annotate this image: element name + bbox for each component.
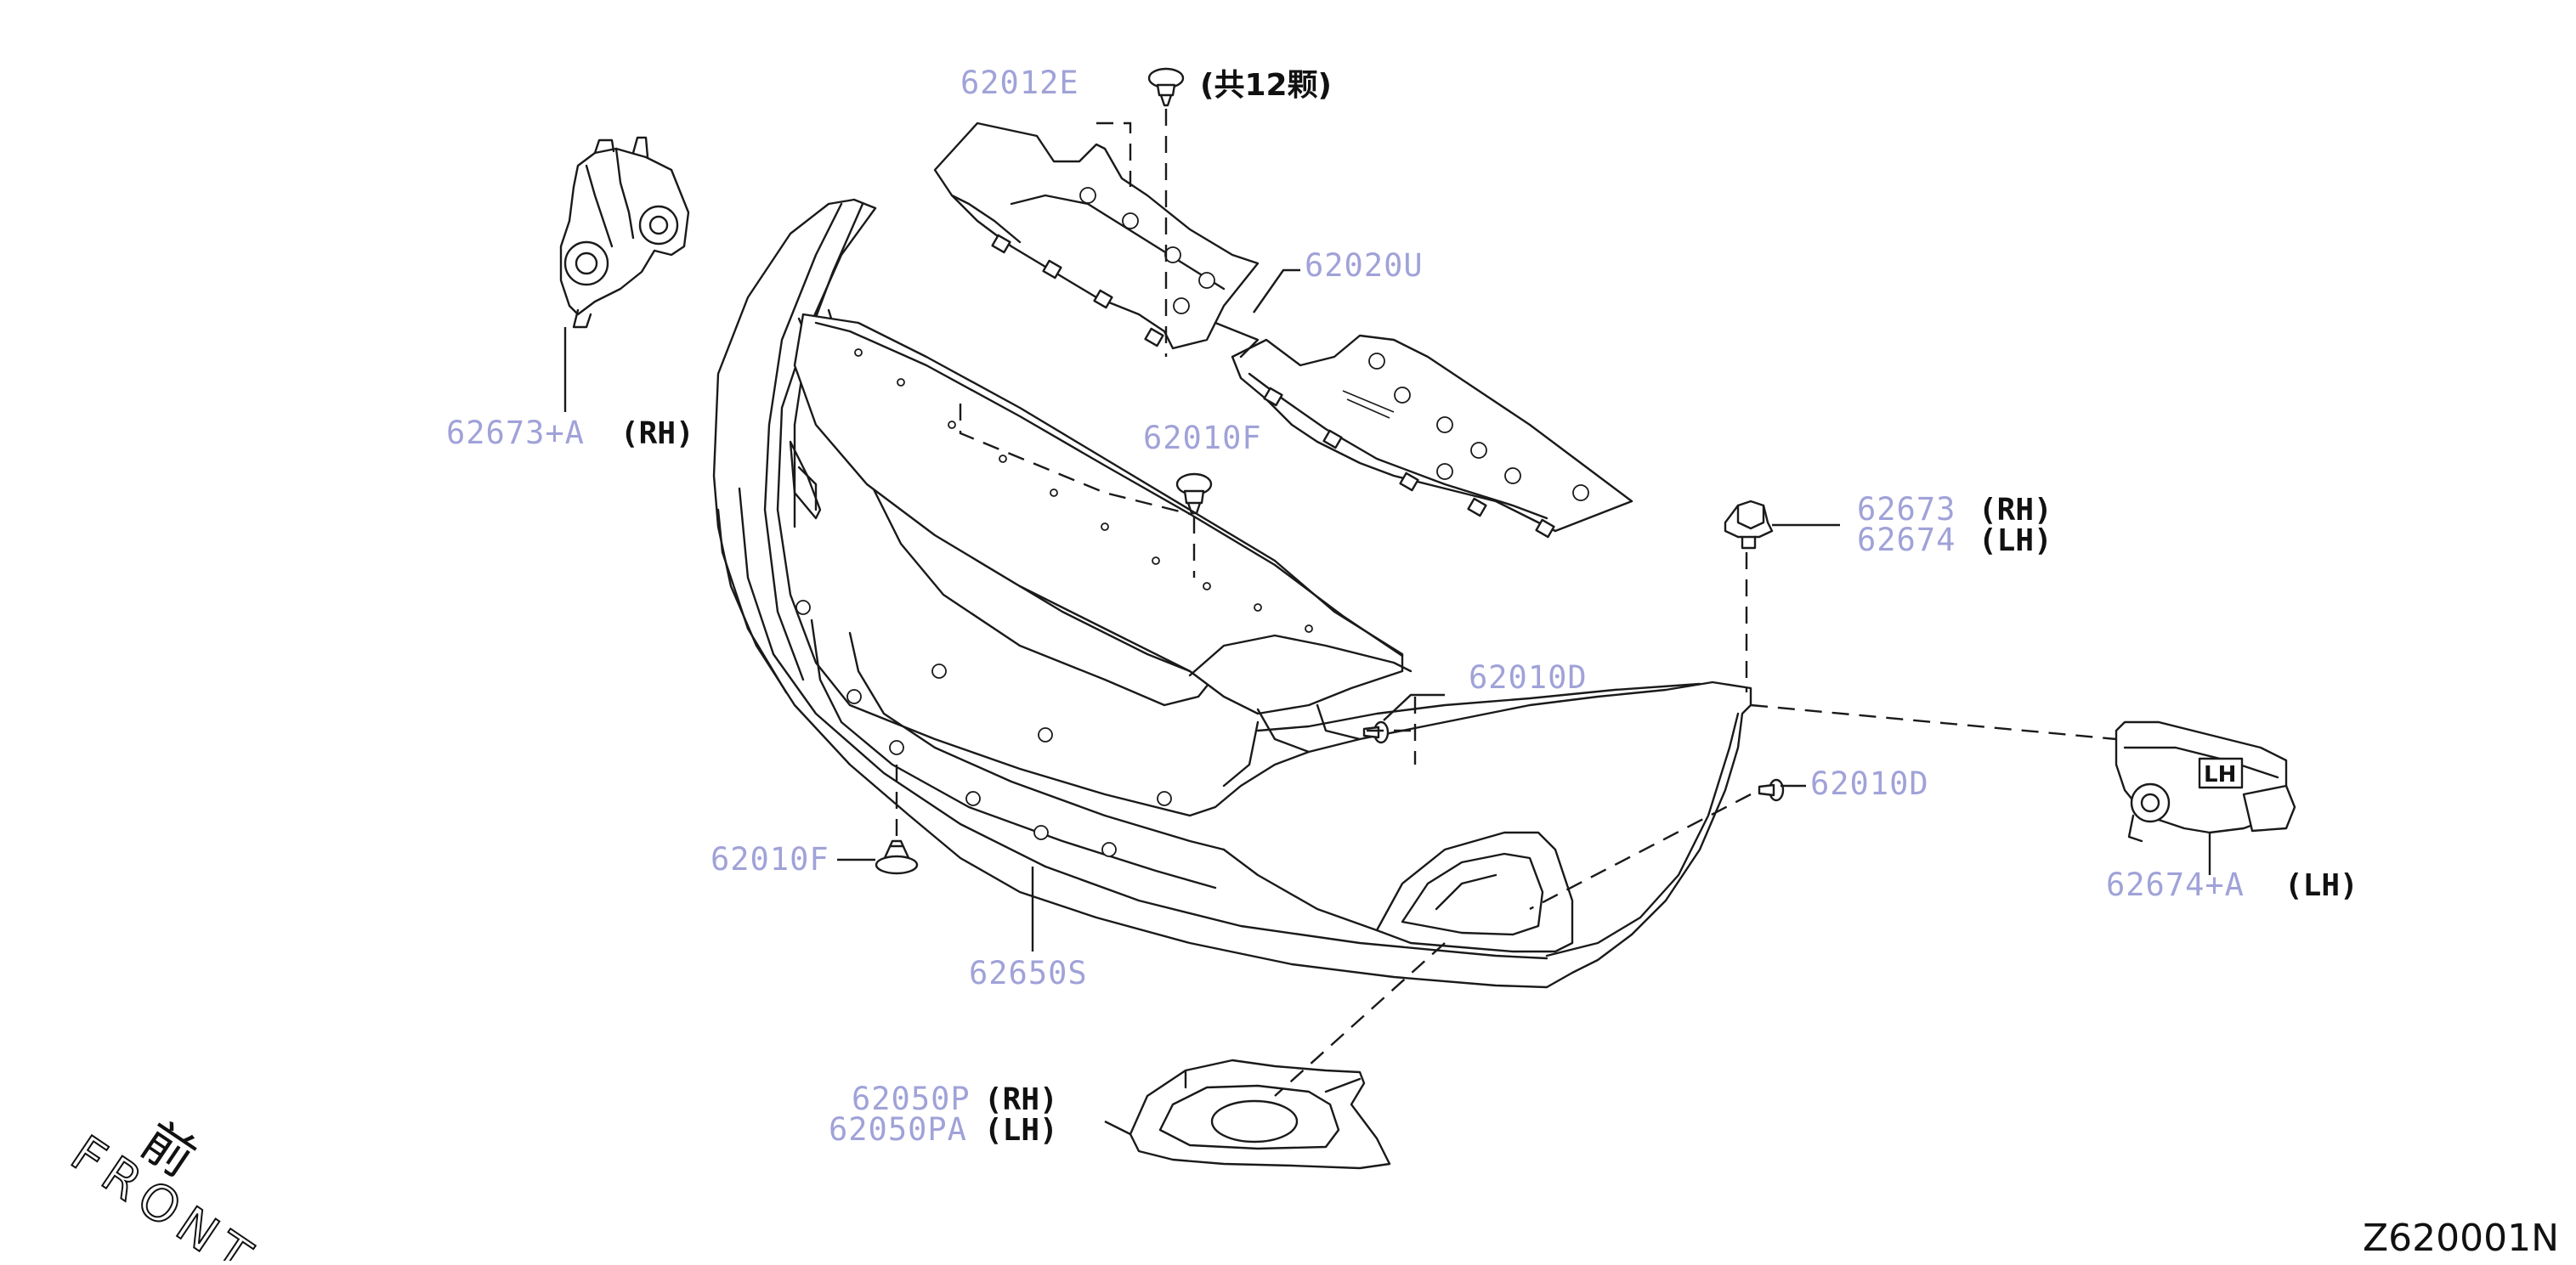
callout-62010f-top: 62010F (1143, 420, 1262, 456)
deflector-edge-clips (991, 234, 1555, 539)
callout-62010d-lower: 62010D (1810, 765, 1929, 802)
diagram-code: Z620001N (2363, 1217, 2559, 1260)
deflector-holes (1079, 187, 1589, 501)
retainer-clip (1724, 500, 1774, 550)
part-number: 62010F (1143, 420, 1262, 456)
part-number: 62673+A (446, 415, 585, 451)
callout-62050p: 62050P (RH) 62050PA (LH) (829, 1081, 1058, 1148)
part-number: 62010F (711, 841, 829, 878)
headlight-bracket-rh (559, 136, 690, 329)
clip-62010f-top (1175, 472, 1213, 515)
part-number-rh: 62673 (1857, 491, 1956, 528)
fog-lamp-cover (1129, 1059, 1391, 1170)
part-number-rh: 62050P (852, 1081, 971, 1117)
part-number: 62012E (960, 65, 1079, 101)
part-number-lh: 62050PA (829, 1111, 967, 1148)
leader-lines (563, 268, 2211, 1136)
part-number: 62650S (969, 955, 1088, 991)
front-direction-marker: 前 FRONT (60, 1111, 269, 1265)
callout-62012e: 62012E (共12颗) (960, 65, 1332, 103)
air-deflector (933, 121, 1633, 539)
part-side-lh: (LH) (1979, 523, 2052, 558)
part-side: (LH) (2284, 868, 2358, 903)
part-number: 62674+A (2106, 867, 2245, 903)
part-number: 62020U (1305, 247, 1424, 284)
part-side-lh: (LH) (984, 1113, 1058, 1148)
part-side-rh: (RH) (984, 1082, 1058, 1117)
lower-clip-holes (795, 600, 1172, 857)
support-bar-holes (854, 348, 1313, 633)
clip-62010f-lower (875, 839, 919, 875)
part-number-lh: 62674 (1857, 522, 1956, 558)
part-qty-note: (共12颗) (1200, 68, 1332, 103)
bracket-lh-marking: LH (2204, 762, 2236, 788)
callout-62010d-upper: 62010D (1469, 659, 1588, 696)
assembly-lines (895, 109, 2117, 1097)
callout-62020u: 62020U (1305, 247, 1424, 284)
clip-62012e (1147, 67, 1185, 107)
front-bumper-fascia (712, 198, 1752, 989)
part-number: 62010D (1469, 659, 1588, 696)
callout-62010f-lower: 62010F (711, 841, 829, 878)
headlight-bracket-lh: LH (2115, 720, 2296, 843)
part-number: 62010D (1810, 765, 1929, 802)
callout-62673-62674: 62673 (RH) 62674 (LH) (1857, 491, 2052, 558)
part-side-rh: (RH) (1979, 493, 2052, 528)
screw-62010d-lower (1758, 778, 1785, 802)
callout-62674a: 62674+A (LH) (2106, 867, 2358, 903)
callout-62673a: 62673+A (RH) (446, 415, 694, 451)
callout-62650s: 62650S (969, 955, 1088, 991)
part-side: (RH) (620, 416, 694, 451)
